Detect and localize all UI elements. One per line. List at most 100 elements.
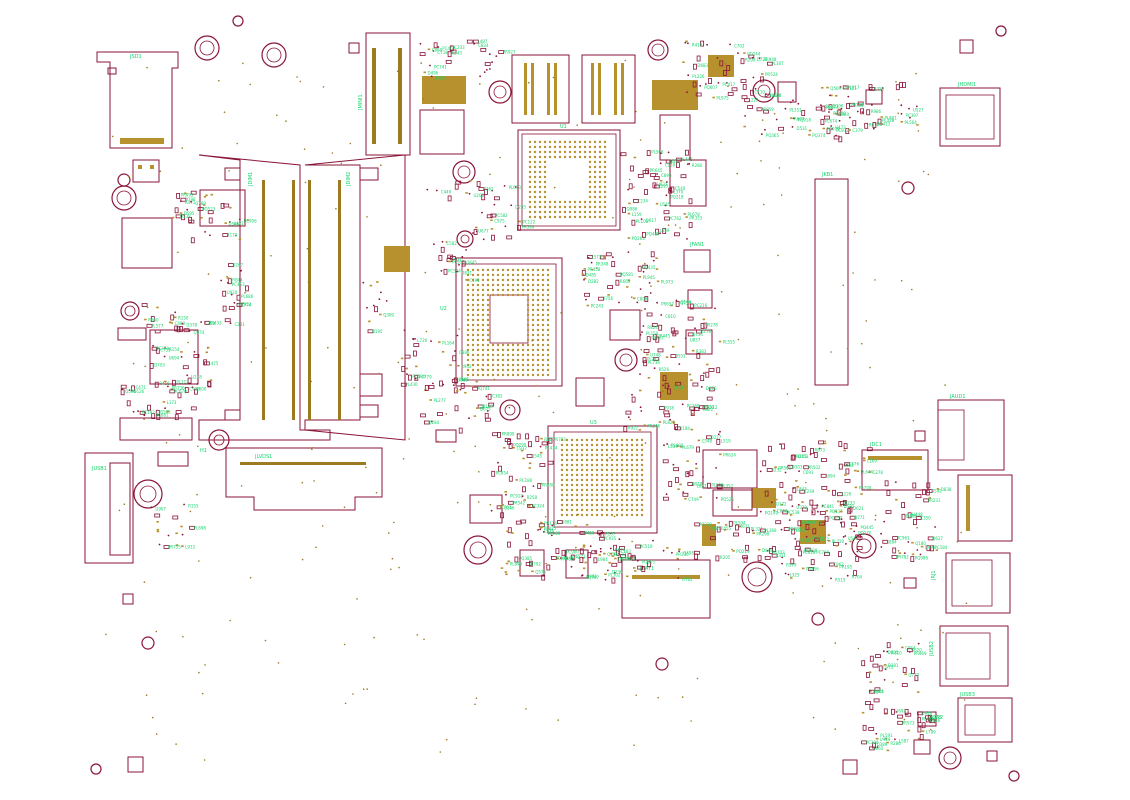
svg-text:R620: R620: [911, 648, 922, 653]
svg-text:C234: C234: [638, 198, 649, 203]
svg-text:PR231: PR231: [928, 498, 941, 503]
svg-text:R674: R674: [615, 548, 626, 553]
svg-text:D282: D282: [588, 279, 599, 284]
svg-text:D546: D546: [229, 221, 240, 226]
svg-text:R873: R873: [815, 448, 826, 453]
svg-text:R942: R942: [461, 364, 472, 369]
svg-text:U694: U694: [169, 356, 180, 361]
svg-text:U267: U267: [233, 263, 244, 268]
svg-text:R280: R280: [692, 163, 703, 168]
power-blocks: [149, 81, 937, 755]
svg-text:PL430: PL430: [405, 382, 418, 387]
svg-text:R150: R150: [178, 316, 189, 321]
svg-text:U538: U538: [180, 214, 191, 219]
svg-text:R310: R310: [891, 651, 902, 656]
svg-text:R704: R704: [852, 575, 863, 580]
svg-text:JDC1: JDC1: [869, 442, 882, 448]
svg-text:D703: D703: [154, 362, 165, 367]
svg-text:D592: D592: [931, 489, 942, 494]
svg-text:PR780: PR780: [542, 483, 555, 488]
svg-text:PC935: PC935: [603, 536, 616, 541]
svg-text:C834: C834: [478, 43, 489, 48]
svg-text:PQ385: PQ385: [519, 556, 533, 561]
svg-text:U692: U692: [895, 708, 906, 713]
svg-text:C860: C860: [432, 48, 443, 53]
svg-text:Q545: Q545: [531, 454, 542, 459]
svg-text:C593: C593: [451, 258, 462, 263]
svg-text:L487: L487: [478, 39, 488, 44]
svg-text:D496: D496: [428, 71, 439, 76]
svg-text:D613: D613: [618, 557, 629, 562]
svg-text:PQ523: PQ523: [202, 207, 216, 212]
svg-text:Q574: Q574: [194, 330, 205, 335]
svg-text:C774: C774: [241, 302, 252, 307]
svg-text:D381: D381: [888, 663, 899, 668]
svg-text:PQ218: PQ218: [670, 194, 684, 199]
svg-text:JKB1: JKB1: [821, 172, 833, 178]
svg-text:C679: C679: [569, 555, 580, 560]
svg-text:R286: R286: [890, 741, 901, 746]
svg-text:D848: D848: [762, 548, 773, 553]
svg-text:L627: L627: [697, 484, 707, 489]
svg-text:C975: C975: [494, 219, 505, 224]
svg-text:PL917: PL917: [847, 85, 860, 90]
svg-text:L311: L311: [776, 553, 786, 558]
svg-text:PQ137: PQ137: [829, 515, 843, 520]
svg-text:Q734: Q734: [692, 332, 703, 337]
svg-text:U1: U1: [560, 124, 567, 130]
svg-text:L421: L421: [234, 221, 244, 226]
svg-text:C962: C962: [833, 562, 844, 567]
svg-text:U218: U218: [191, 374, 202, 379]
svg-text:C954: C954: [905, 646, 916, 651]
svg-text:Q722: Q722: [757, 57, 768, 62]
svg-text:R616: R616: [869, 122, 880, 127]
svg-text:PQ787: PQ787: [586, 575, 600, 580]
svg-text:C693: C693: [803, 470, 814, 475]
svg-text:PL801: PL801: [885, 115, 898, 120]
svg-text:U165: U165: [796, 454, 807, 459]
svg-text:PR456: PR456: [806, 567, 819, 572]
svg-text:C702: C702: [734, 43, 745, 48]
svg-text:C360: C360: [839, 112, 850, 117]
svg-text:R986: R986: [587, 574, 598, 579]
svg-text:R986: R986: [871, 109, 882, 114]
svg-text:R250: R250: [874, 86, 885, 91]
svg-text:U166: U166: [504, 505, 515, 510]
svg-text:PL351: PL351: [789, 108, 802, 113]
svg-text:PR561: PR561: [778, 465, 791, 470]
svg-text:L665: L665: [874, 746, 884, 751]
svg-text:PR542: PR542: [512, 500, 525, 505]
svg-text:C822: C822: [703, 407, 714, 412]
svg-text:PQ263: PQ263: [632, 236, 646, 241]
svg-text:PL277: PL277: [434, 398, 447, 403]
svg-text:D782: D782: [933, 715, 944, 720]
svg-text:L843: L843: [797, 487, 807, 492]
svg-text:PC417: PC417: [722, 82, 735, 87]
svg-text:Q789: Q789: [195, 201, 206, 206]
svg-text:L573: L573: [592, 254, 602, 259]
right-io: JHDMI1 JAUD1 JRJ1 JUSB2 JUSB3 JDC1: [861, 82, 1013, 743]
svg-text:PQ229: PQ229: [699, 522, 713, 527]
svg-text:L519: L519: [721, 438, 731, 443]
svg-text:Q986: Q986: [627, 207, 638, 212]
svg-text:PR890: PR890: [502, 431, 515, 436]
svg-text:D838: D838: [941, 487, 952, 492]
svg-text:L370: L370: [673, 189, 683, 194]
svg-text:PL321: PL321: [751, 527, 764, 532]
svg-text:U203: U203: [474, 193, 485, 198]
svg-text:PQ581: PQ581: [620, 272, 634, 277]
svg-text:U195: U195: [372, 329, 383, 334]
svg-text:D389: D389: [877, 742, 888, 747]
svg-text:PQ149: PQ149: [765, 511, 779, 516]
svg-text:PL686: PL686: [241, 294, 254, 299]
svg-text:PC400: PC400: [833, 111, 846, 116]
svg-text:PR246: PR246: [647, 423, 660, 428]
svg-text:PC762: PC762: [669, 216, 682, 221]
svg-text:JUSB2: JUSB2: [929, 641, 935, 657]
svg-text:D227: D227: [711, 435, 722, 440]
svg-text:PR298: PR298: [756, 531, 769, 536]
svg-text:PR859: PR859: [761, 107, 774, 112]
cpu-package: U1: [517, 124, 621, 231]
svg-text:PL673: PL673: [509, 185, 522, 190]
svg-text:C540: C540: [675, 186, 686, 191]
